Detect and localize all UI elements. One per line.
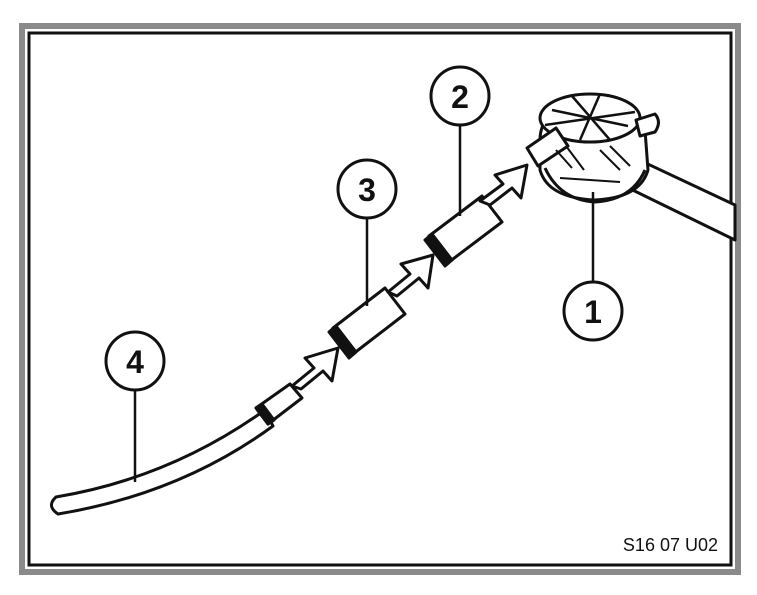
upper-hose-sleeve	[423, 194, 504, 268]
callout-3: 3	[336, 158, 398, 220]
figure-code: S16 07 U02	[623, 535, 718, 555]
leader-lines	[133, 124, 595, 482]
fuel-hose-end-band	[254, 402, 276, 426]
upper-arrow	[478, 163, 529, 207]
filter-side-nipple	[634, 112, 660, 138]
callout-2: 2	[429, 65, 491, 127]
filter-inlet-stub	[525, 126, 570, 168]
filter-cap-spokes	[544, 93, 636, 141]
upper-sleeve-band	[423, 232, 454, 268]
callout-2-label: 2	[451, 79, 469, 115]
callout-1-label: 1	[584, 294, 602, 330]
filter-hatching	[555, 145, 631, 183]
fuel-hose-body	[50, 408, 275, 516]
callout-1: 1	[562, 280, 624, 342]
middle-sleeve-band	[327, 324, 358, 360]
callout-4: 4	[104, 330, 166, 392]
callout-3-label: 3	[358, 172, 376, 208]
lower-arrow	[290, 346, 340, 391]
callout-4-label: 4	[126, 344, 144, 380]
filter-skirt	[543, 167, 647, 204]
middle-arrow	[386, 253, 435, 298]
fuel-hose	[50, 382, 304, 516]
fuel-filter-housing	[525, 92, 737, 242]
